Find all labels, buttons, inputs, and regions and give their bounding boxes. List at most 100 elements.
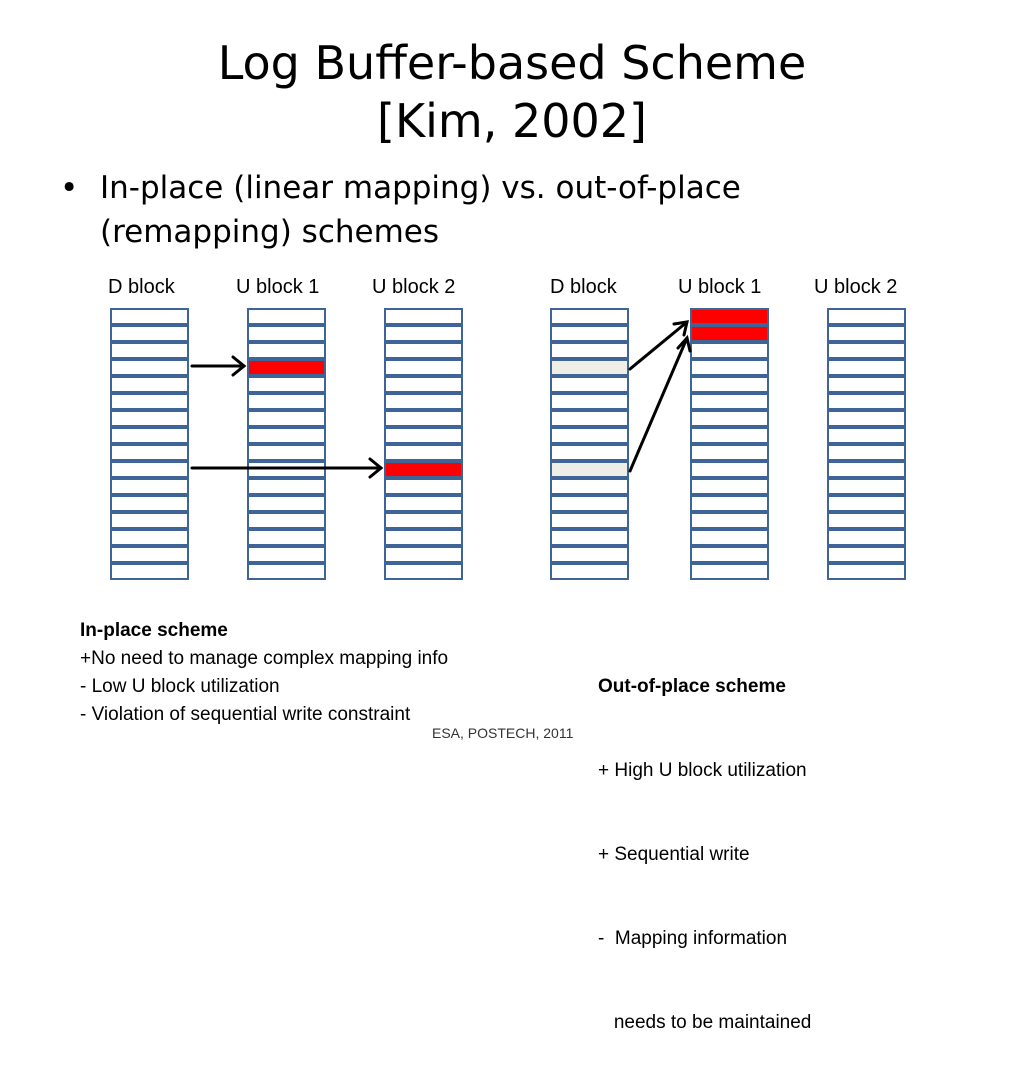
- block-cell: [827, 393, 906, 410]
- arrowhead-inplace-u1: [231, 355, 247, 377]
- left-label-u-block-2: U block 2: [372, 276, 456, 298]
- block-cell: [827, 461, 906, 478]
- block-cell: [110, 563, 189, 580]
- block-cell: [690, 444, 769, 461]
- block-cell: [690, 410, 769, 427]
- block-cell: [110, 495, 189, 512]
- block-cell: [827, 376, 906, 393]
- block-cell: [827, 325, 906, 342]
- block-cell: [110, 410, 189, 427]
- block-cell: [247, 376, 326, 393]
- block-cell: [247, 529, 326, 546]
- bullet-dot: •: [60, 170, 79, 206]
- block-cell: [247, 512, 326, 529]
- outofplace-line-4: needs to be maintained: [598, 1012, 812, 1033]
- block-cell: [550, 546, 629, 563]
- block-cell: [110, 461, 189, 478]
- block-cell: [110, 512, 189, 529]
- left-u-block-2: [384, 308, 463, 580]
- block-cell: [690, 478, 769, 495]
- block-cell: [247, 427, 326, 444]
- inplace-line-2: - Low U block utilization: [80, 676, 280, 697]
- inplace-heading: In-place scheme: [80, 620, 228, 641]
- title-line-1: Log Buffer-based Scheme: [217, 36, 807, 90]
- block-cell: [384, 393, 463, 410]
- block-cell: [384, 376, 463, 393]
- block-cell: [550, 342, 629, 359]
- block-cell: [827, 308, 906, 325]
- block-cell: [247, 546, 326, 563]
- right-u-block-2: [827, 308, 906, 580]
- block-cell: [550, 325, 629, 342]
- bullet-line-1: In-place (linear mapping) vs. out-of-pla…: [100, 170, 741, 206]
- block-cell: [110, 359, 189, 376]
- block-cell: [384, 427, 463, 444]
- block-cell: [690, 342, 769, 359]
- block-cell: [550, 444, 629, 461]
- outofplace-caption: Out-of-place scheme + High U block utili…: [598, 617, 811, 1065]
- arrowhead-outofplace-1: [672, 320, 689, 337]
- block-cell: [384, 478, 463, 495]
- block-cell: [690, 427, 769, 444]
- block-cell: [827, 512, 906, 529]
- block-cell: [384, 325, 463, 342]
- written-cell: [690, 325, 769, 342]
- block-cell: [550, 478, 629, 495]
- outofplace-line-2: + Sequential write: [598, 844, 750, 865]
- block-cell: [690, 359, 769, 376]
- block-cell: [827, 495, 906, 512]
- written-cell: [384, 461, 463, 478]
- inplace-line-1: +No need to manage complex mapping info: [80, 648, 449, 669]
- arrowhead-inplace-u2: [368, 457, 384, 479]
- right-d-block: [550, 308, 629, 580]
- invalidated-cell: [550, 461, 629, 478]
- bullet-text: In-place (linear mapping) vs. out-of-pla…: [100, 166, 900, 254]
- block-cell: [384, 563, 463, 580]
- block-cell: [384, 546, 463, 563]
- block-cell: [690, 376, 769, 393]
- block-cell: [550, 308, 629, 325]
- block-cell: [110, 546, 189, 563]
- bullet-line-2: (remapping) schemes: [100, 214, 440, 250]
- block-cell: [247, 410, 326, 427]
- block-cell: [550, 376, 629, 393]
- block-cell: [690, 495, 769, 512]
- block-cell: [247, 325, 326, 342]
- block-cell: [550, 410, 629, 427]
- right-label-u-block-1: U block 1: [678, 276, 762, 298]
- block-cell: [827, 410, 906, 427]
- block-cell: [550, 393, 629, 410]
- block-cell: [690, 393, 769, 410]
- outofplace-heading: Out-of-place scheme: [598, 676, 786, 697]
- block-cell: [550, 512, 629, 529]
- right-label-u-block-2: U block 2: [814, 276, 898, 298]
- block-cell: [247, 461, 326, 478]
- right-label-d-block: D block: [550, 276, 617, 298]
- inplace-caption: In-place scheme +No need to manage compl…: [80, 617, 448, 729]
- left-label-u-block-1: U block 1: [236, 276, 320, 298]
- block-cell: [247, 393, 326, 410]
- block-cell: [247, 444, 326, 461]
- block-cell: [110, 325, 189, 342]
- block-cell: [110, 393, 189, 410]
- slide-title: Log Buffer-based Scheme [Kim, 2002]: [0, 34, 1024, 150]
- written-cell: [247, 359, 326, 376]
- block-cell: [110, 444, 189, 461]
- block-cell: [550, 529, 629, 546]
- block-cell: [827, 427, 906, 444]
- block-cell: [690, 512, 769, 529]
- written-cell: [690, 308, 769, 325]
- arrowhead-outofplace-2: [676, 334, 692, 353]
- block-cell: [110, 342, 189, 359]
- block-cell: [110, 529, 189, 546]
- outofplace-line-1: + High U block utilization: [598, 760, 807, 781]
- block-cell: [690, 546, 769, 563]
- arrow-outofplace-2: [628, 336, 689, 473]
- right-u-block-1: [690, 308, 769, 580]
- block-cell: [247, 495, 326, 512]
- outofplace-line-3: - Mapping information: [598, 928, 788, 949]
- block-cell: [550, 427, 629, 444]
- block-cell: [247, 478, 326, 495]
- inplace-line-3: - Violation of sequential write constrai…: [80, 704, 411, 725]
- block-cell: [110, 308, 189, 325]
